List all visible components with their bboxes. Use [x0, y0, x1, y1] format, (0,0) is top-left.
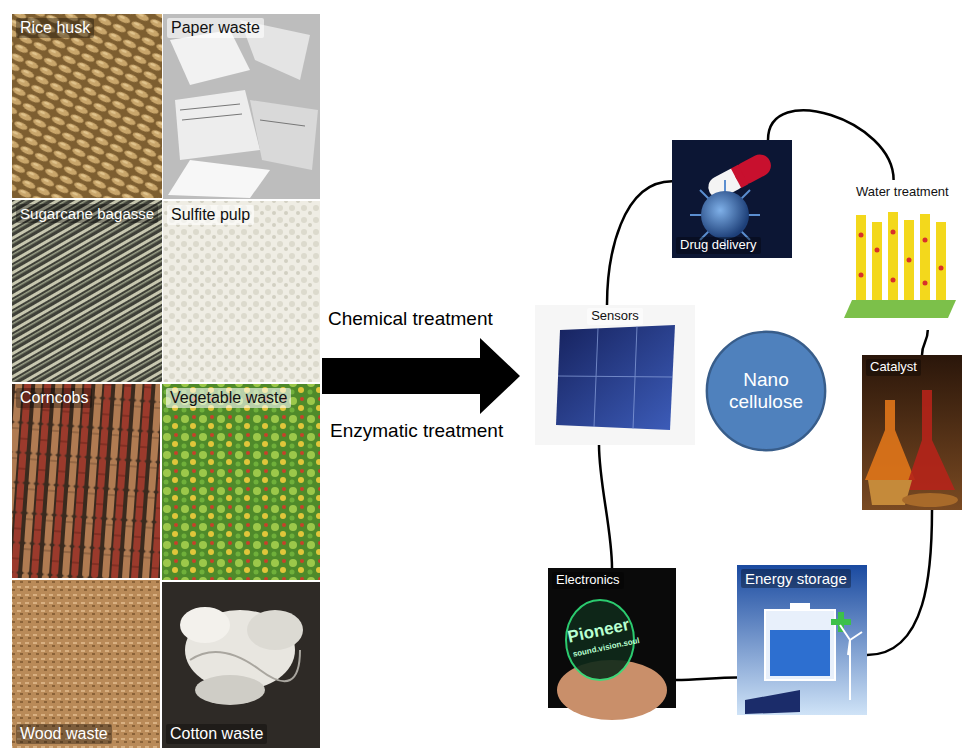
node-label: Vegetable waste — [166, 388, 291, 408]
center-circle: Nano cellulose — [705, 330, 827, 452]
process-arrow — [322, 338, 520, 414]
corncob-photo — [12, 384, 160, 578]
connector-line — [768, 110, 894, 180]
node-label: Corncobs — [16, 388, 92, 408]
sensors-image — [535, 305, 695, 445]
wood-waste-photo — [12, 580, 160, 748]
application-tile: Sensors — [535, 305, 695, 445]
node-label: Nano cellulose — [711, 368, 821, 414]
process-label: Enzymatic treatment — [330, 420, 503, 442]
drug-delivery-image — [672, 140, 792, 258]
connector-line — [599, 445, 612, 568]
node-label: Water treatment — [852, 184, 953, 201]
electronics-image — [548, 568, 676, 720]
cycle-connector — [599, 445, 612, 568]
cotton-waste-photo — [162, 582, 320, 748]
source-tile: Sugarcane bagasse — [12, 200, 165, 382]
node-label: Rice husk — [16, 18, 94, 38]
connector-line — [922, 330, 928, 355]
sulfite-pulp-photo — [163, 201, 320, 382]
source-tile: Cotton waste — [162, 582, 320, 748]
node-label: Sulfite pulp — [167, 205, 254, 225]
source-tile: Sulfite pulp — [163, 201, 320, 382]
connector-line — [867, 510, 932, 655]
cycle-connector — [607, 181, 672, 305]
vegetable-waste-photo — [162, 384, 320, 580]
node-label: Cotton waste — [166, 724, 267, 744]
node-label: Sensors — [587, 308, 643, 325]
catalyst-image — [862, 355, 962, 510]
rice-husk-photo — [12, 14, 162, 198]
node-label: Catalyst — [866, 359, 921, 376]
energy-storage-image — [737, 565, 867, 715]
application-tile: Catalyst — [862, 355, 962, 510]
bagasse-photo — [12, 200, 162, 382]
node-label: Wood waste — [16, 724, 112, 744]
source-tile: Vegetable waste — [162, 384, 320, 580]
connector-line — [676, 678, 737, 681]
cycle-connector — [922, 330, 928, 355]
cycle-connector — [867, 510, 932, 655]
node-label: Drug delivery — [676, 237, 761, 254]
application-tile: Drug delivery — [672, 140, 792, 258]
circle-shape — [707, 332, 825, 450]
source-tile: Rice husk — [12, 14, 162, 198]
node-label: Sugarcane bagasse — [16, 204, 158, 223]
node-label: Energy storage — [741, 569, 851, 588]
node-label: Paper waste — [167, 18, 264, 38]
process-label: Chemical treatment — [328, 308, 493, 330]
connector-line — [607, 181, 672, 305]
application-tile: Water treatment — [848, 180, 962, 330]
source-tile: Paper waste — [163, 14, 320, 199]
node-label: Electronics — [552, 572, 624, 589]
water-treatment-image — [844, 180, 962, 330]
application-tile: Energy storage — [737, 565, 867, 715]
paper-waste-photo — [163, 14, 320, 199]
source-tile: Corncobs — [12, 384, 160, 578]
source-tile: Wood waste — [12, 580, 160, 748]
cycle-connector — [768, 110, 894, 180]
cycle-connector — [676, 678, 737, 681]
